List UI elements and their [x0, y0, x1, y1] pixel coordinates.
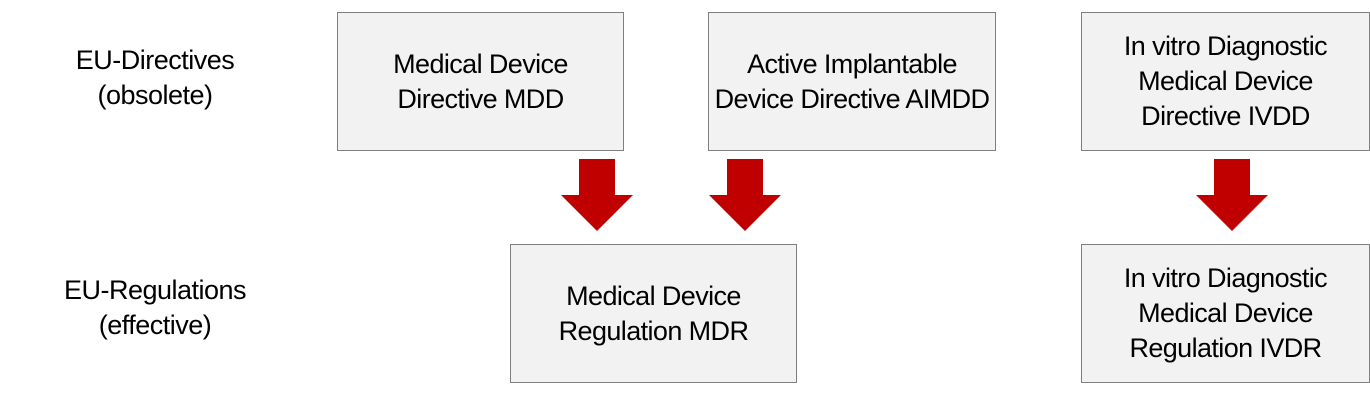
directives-row-label: EU-Directives (obsolete): [5, 43, 305, 113]
mdd-line2: Directive MDD: [397, 83, 564, 114]
directives-label-line1: EU-Directives: [75, 45, 235, 75]
mdr-line2: Regulation MDR: [558, 315, 749, 346]
ivdd-line2: Medical Device: [1138, 66, 1313, 96]
ivdr-line1: In vitro Diagnostic: [1123, 263, 1328, 293]
regulations-row-label: EU-Regulations (effective): [5, 273, 305, 343]
arrow-down-icon: [561, 159, 633, 231]
directives-label-line2: (obsolete): [97, 80, 213, 110]
mdr-box: Medical Device Regulation MDR: [510, 244, 797, 383]
mdr-line1: Medical Device: [566, 280, 741, 311]
regulations-label-line1: EU-Regulations: [63, 275, 247, 305]
regulations-label-line2: (effective): [98, 310, 212, 340]
aimdd-box: Active Implantable Device Directive AIMD…: [708, 12, 996, 151]
ivdd-line1: In vitro Diagnostic: [1123, 31, 1328, 61]
aimdd-line2: Device Directive AIMDD: [714, 83, 990, 114]
ivdr-line2: Medical Device: [1138, 298, 1313, 328]
ivdd-box: In vitro Diagnostic Medical Device Direc…: [1081, 12, 1370, 151]
ivdd-line3: Directive IVDD: [1141, 101, 1310, 131]
arrow-down-icon: [709, 159, 781, 231]
arrow-down-icon: [1196, 159, 1268, 231]
ivdr-line3: Regulation IVDR: [1129, 333, 1322, 363]
mdd-box: Medical Device Directive MDD: [337, 12, 624, 151]
ivdr-box: In vitro Diagnostic Medical Device Regul…: [1081, 244, 1370, 383]
aimdd-line1: Active Implantable: [747, 48, 957, 79]
mdd-line1: Medical Device: [393, 48, 568, 79]
